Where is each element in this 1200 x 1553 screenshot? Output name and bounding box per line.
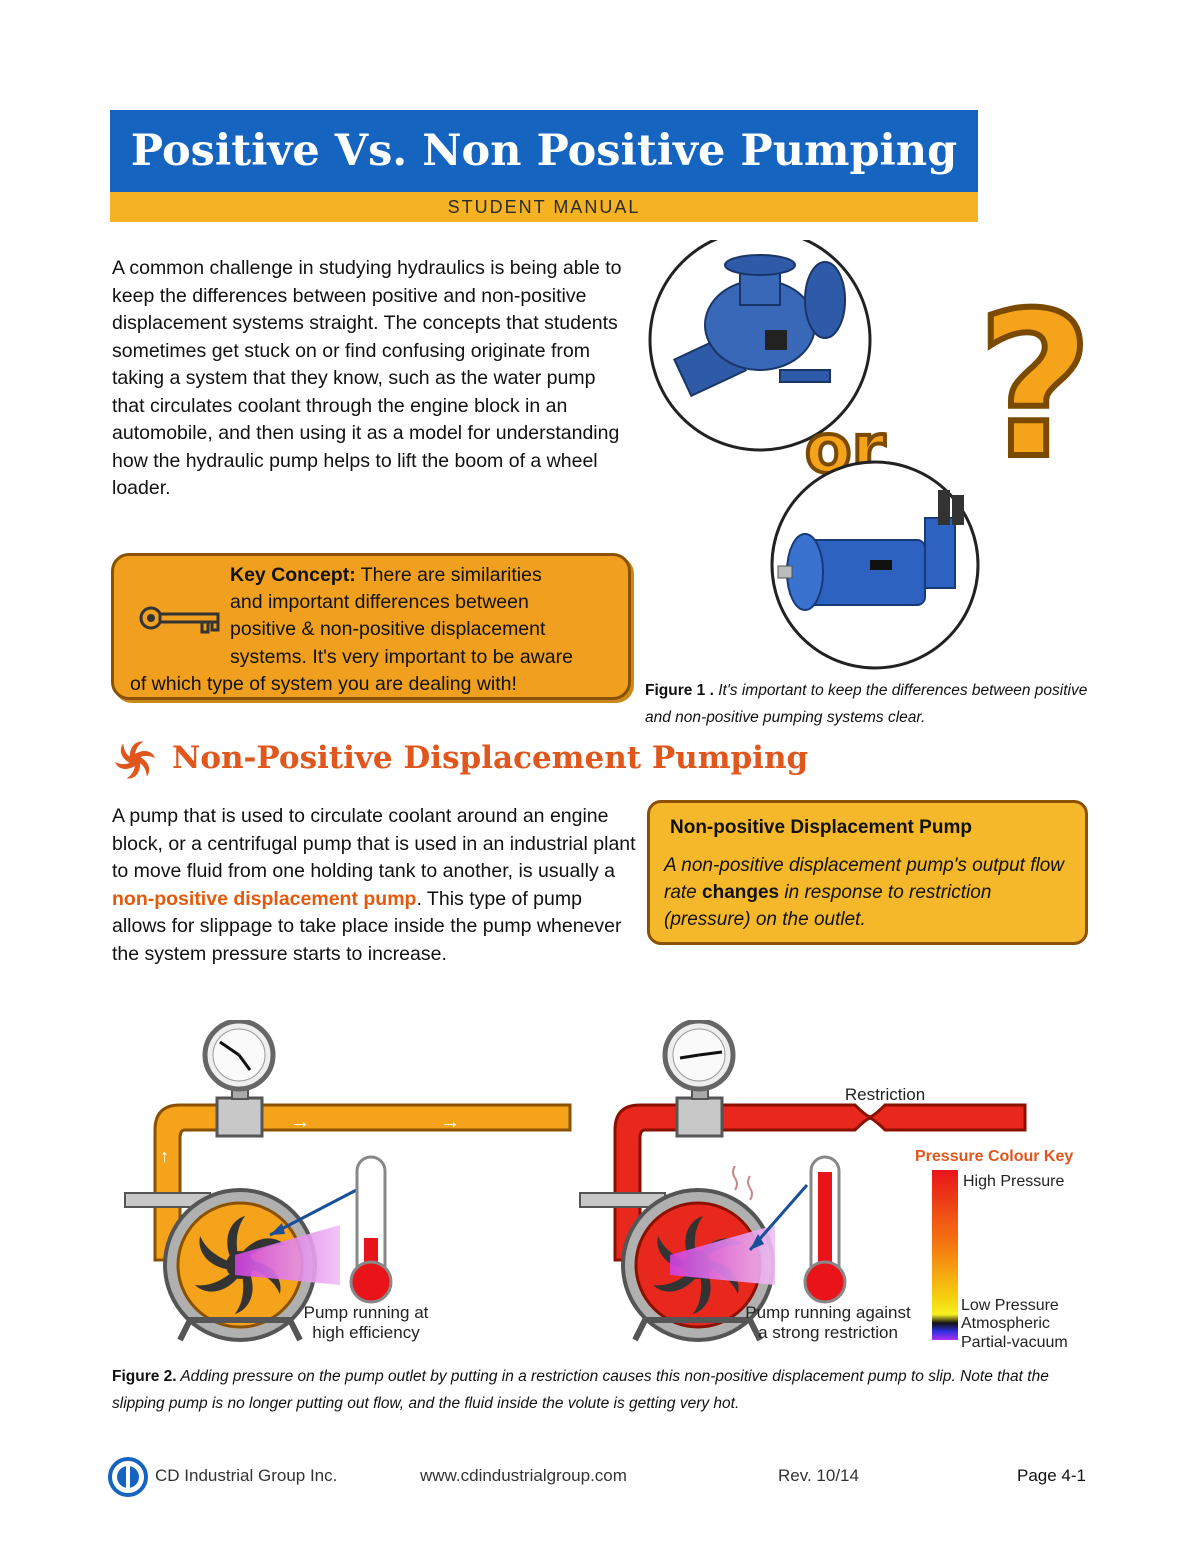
figure2-illustration: ↑ → → Pump running at high efficiency <box>124 1020 1073 1351</box>
svg-text:a strong restriction: a strong restriction <box>758 1323 898 1342</box>
footer-revision: Rev. 10/14 <box>778 1466 859 1485</box>
pressure-colour-key: Pressure Colour Key High Pressure Low Pr… <box>915 1148 1073 1351</box>
hydraulic-pump-image <box>777 490 964 611</box>
impeller-icon <box>115 741 155 779</box>
svg-text:Pump running at: Pump running at <box>304 1303 429 1322</box>
intro-paragraph: A common challenge in studying hydraulic… <box>112 257 622 499</box>
figure1-caption: Figure 1 . It's important to keep the di… <box>645 682 1088 726</box>
svg-text:Partial-vacuum: Partial-vacuum <box>961 1334 1068 1351</box>
svg-text:Pump running against: Pump running against <box>745 1303 911 1322</box>
right-arrow-icon: → <box>290 1111 310 1133</box>
left-pump-assembly: ↑ → → Pump running at high efficiency <box>124 1020 572 1342</box>
restriction-label: Restriction <box>845 1085 925 1104</box>
highlight-term: non-positive displacement pump <box>112 887 417 910</box>
key-title: Pressure Colour Key <box>915 1148 1073 1165</box>
question-mark-icon: ? <box>977 270 1093 503</box>
key-concept-label: Key Concept: <box>230 564 356 586</box>
key-icon <box>139 606 220 634</box>
section-title: Non-Positive Displacement Pumping <box>172 740 809 776</box>
right-pump-assembly: Restriction Pump running against a stron… <box>579 1020 1027 1342</box>
definition-text: A non-positive displacement pump's outpu… <box>664 855 1065 930</box>
banner-subtitle-bar <box>110 192 978 222</box>
non-positive-paragraph: A pump that is used to circulate coolant… <box>112 805 636 965</box>
definition-title: Non-positive Displacement Pump <box>670 817 972 838</box>
right-arrow-icon: → <box>440 1111 460 1133</box>
banner-title-bar <box>110 110 978 192</box>
svg-text:High Pressure: High Pressure <box>963 1173 1064 1190</box>
centrifugal-pump-image <box>673 254 846 398</box>
page-title: Positive Vs. Non Positive Pumping <box>130 126 958 176</box>
page-subtitle: STUDENT MANUAL <box>447 197 641 217</box>
footer-company: CD Industrial Group Inc. <box>155 1466 338 1485</box>
up-arrow-icon: ↑ <box>160 1146 169 1166</box>
definition-box: Non-positive Displacement Pump A non-pos… <box>647 800 1088 945</box>
header-banner: Positive Vs. Non Positive Pumping STUDEN… <box>110 110 978 222</box>
figure2-caption: Figure 2. Adding pressure on the pump ou… <box>112 1368 1049 1412</box>
key-concept-box: Key Concept: There are similarities and … <box>111 553 631 700</box>
footer-page-number: Page 4-1 <box>1017 1466 1086 1485</box>
svg-text:Atmospheric: Atmospheric <box>961 1315 1050 1332</box>
svg-text:high efficiency: high efficiency <box>312 1323 420 1342</box>
svg-text:Low Pressure: Low Pressure <box>961 1297 1059 1314</box>
pressure-gradient-bar <box>932 1170 958 1340</box>
cd-logo-icon <box>108 1457 148 1497</box>
key-concept-text: Key Concept: There are similarities and … <box>130 564 573 695</box>
figure1-illustration: ? or <box>648 240 1096 670</box>
footer-url[interactable]: www.cdindustrialgroup.com <box>420 1466 627 1485</box>
